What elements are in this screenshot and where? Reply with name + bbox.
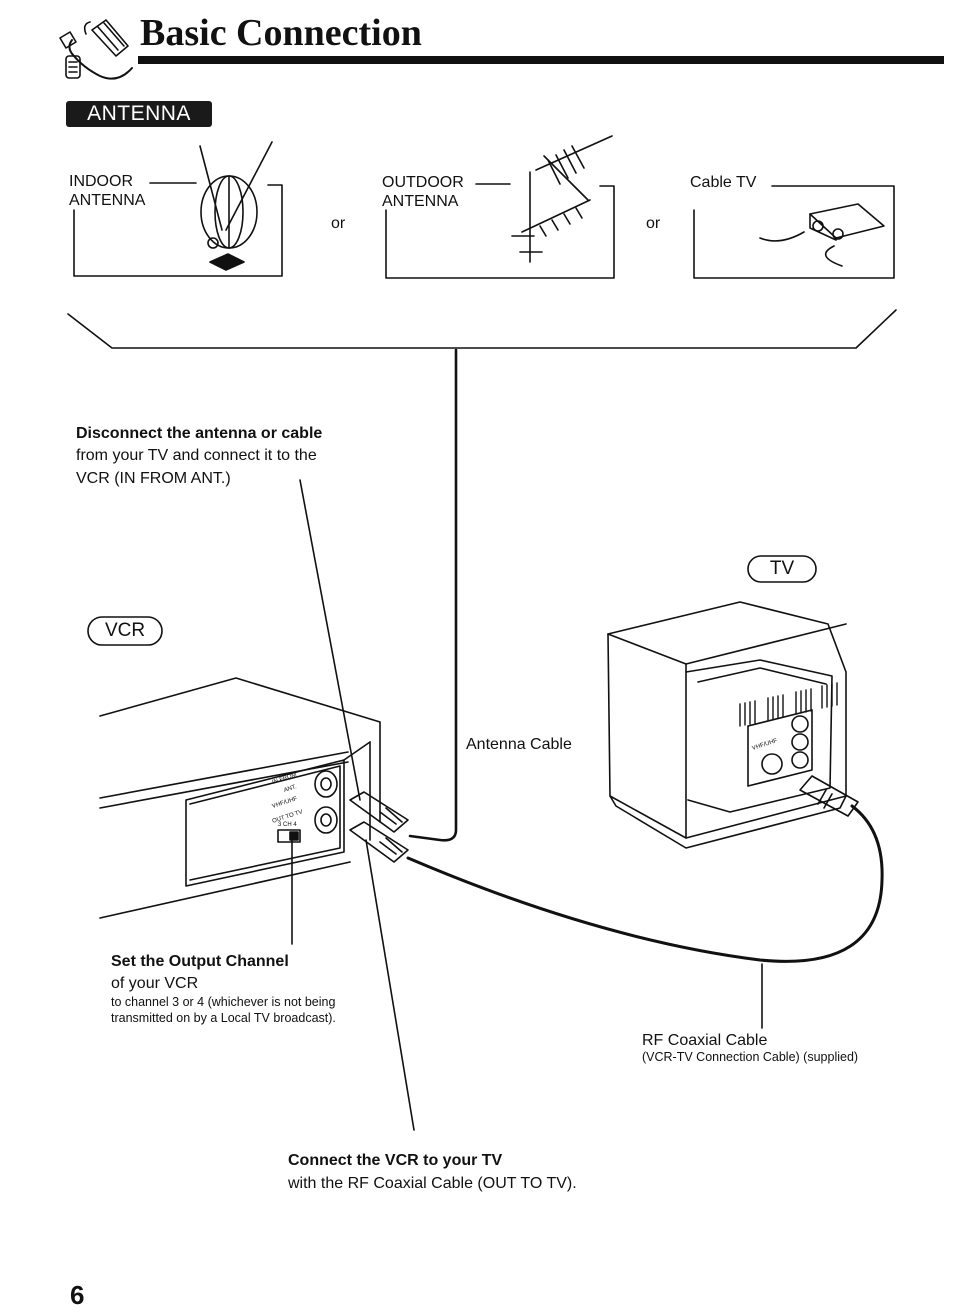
- outdoor-antenna-label-2: ANTENNA: [382, 193, 459, 210]
- vcr-channel-switch-label: 3 CH 4: [278, 822, 297, 828]
- step-disconnect-line-2: from your TV and connect it to the: [76, 447, 317, 464]
- step-connect-line-2: with the RF Coaxial Cable (OUT TO TV).: [288, 1175, 577, 1192]
- step-output-line-4: transmitted on by a Local TV broadcast).: [111, 1011, 336, 1025]
- or-label-2: or: [646, 215, 661, 232]
- tv-illustration: [607, 601, 859, 849]
- step-output-line-3: to channel 3 or 4 (whichever is not bein…: [111, 995, 336, 1009]
- cable-tv-label: Cable TV: [690, 174, 757, 191]
- or-label-1: or: [331, 215, 346, 232]
- vcr-label: VCR: [104, 620, 146, 641]
- tv-label: TV: [769, 558, 795, 579]
- rf-cable-note: (VCR-TV Connection Cable) (supplied): [642, 1050, 859, 1064]
- indoor-antenna-label-1: INDOOR: [69, 173, 133, 190]
- vcr-illustration: [99, 677, 409, 919]
- title-rule: [138, 56, 944, 64]
- indoor-antenna-label-2: ANTENNA: [69, 192, 146, 209]
- plug-icon: [59, 19, 133, 80]
- antenna-cable-label: Antenna Cable: [466, 736, 572, 753]
- rf-cable-label: RF Coaxial Cable: [642, 1032, 768, 1049]
- step-output-heading: Set the Output Channel: [111, 953, 289, 970]
- step-disconnect-heading: Disconnect the antenna or cable: [76, 425, 323, 442]
- step-disconnect-line-3: VCR (IN FROM ANT.): [76, 470, 231, 487]
- page-number: 6: [70, 1280, 85, 1310]
- outdoor-antenna-label-1: OUTDOOR: [382, 174, 464, 191]
- indoor-antenna-illustration: [73, 141, 283, 277]
- section-badge: ANTENNA: [66, 101, 212, 127]
- antenna-cable: [408, 348, 458, 842]
- source-brace: [67, 309, 897, 349]
- page-title: Basic Connection: [140, 12, 422, 54]
- cable-tv-illustration: [693, 185, 895, 279]
- outdoor-antenna-illustration: [385, 135, 615, 279]
- step-output-line-2: of your VCR: [111, 975, 199, 992]
- step-connect-heading: Connect the VCR to your TV: [288, 1152, 503, 1169]
- rf-coaxial-cable: [406, 804, 884, 963]
